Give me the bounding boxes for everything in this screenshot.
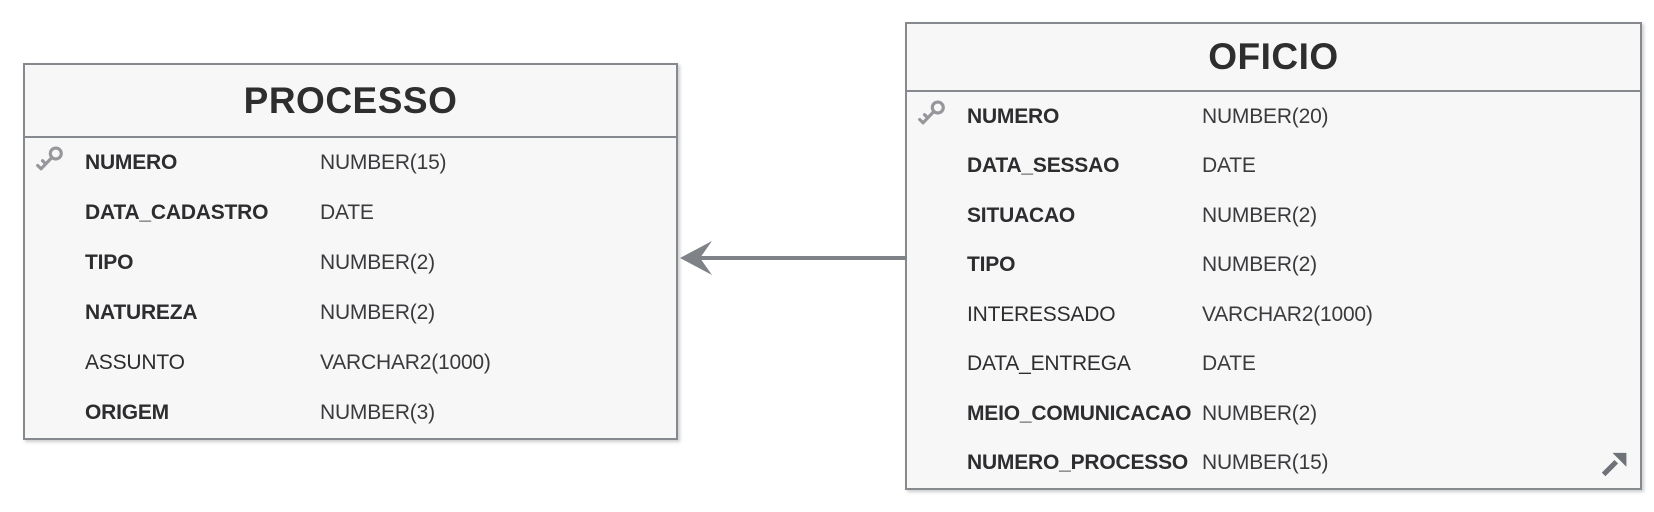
attribute-row: TIPO NUMBER(2) — [25, 238, 676, 288]
attribute-row: ASSUNTO VARCHAR2(1000) — [25, 338, 676, 388]
foreign-key-icon — [1601, 453, 1627, 477]
attribute-name: DATA_SESSAO — [967, 154, 1120, 178]
entity-body: NUMERO NUMBER(20) DATA_SESSAO DATE SITUACAO N… — [907, 92, 1640, 488]
key-cell — [915, 97, 967, 137]
attribute-name: NUMERO — [967, 104, 1060, 128]
relationship-arrow — [680, 241, 907, 275]
attribute-type: NUMBER(2) — [320, 301, 435, 324]
entity-oficio: OFICIO NUMERO NUMBER(20) DATA_SESSAO DATE SI… — [905, 22, 1642, 490]
attribute-type: DATE — [1202, 352, 1256, 376]
entity-header: OFICIO — [907, 24, 1640, 92]
attribute-row: NUMERO_PROCESSO NUMBER(15) — [907, 439, 1640, 489]
attribute-row: NATUREZA NUMBER(2) — [25, 288, 676, 338]
attribute-row: ORIGEM NUMBER(3) — [25, 388, 676, 438]
primary-key-icon — [36, 146, 63, 171]
attribute-row: TIPO NUMBER(2) — [907, 241, 1640, 291]
attribute-name: NUMERO_PROCESSO — [967, 451, 1189, 475]
attribute-type: NUMBER(2) — [320, 251, 435, 274]
attribute-type: NUMBER(2) — [1202, 401, 1317, 425]
attribute-name: TIPO — [967, 253, 1016, 277]
attribute-type: NUMBER(15) — [320, 151, 447, 174]
primary-key-icon — [918, 100, 945, 125]
fk-cell — [1590, 444, 1634, 482]
attribute-type: VARCHAR2(1000) — [320, 351, 491, 374]
attribute-type: NUMBER(2) — [1202, 253, 1317, 277]
entity-header: PROCESSO — [25, 65, 676, 138]
key-cell — [33, 143, 85, 183]
attribute-row: NUMERO NUMBER(20) — [907, 92, 1640, 142]
attribute-row: DATA_CADASTRO DATE — [25, 188, 676, 238]
entity-title: OFICIO — [1208, 36, 1339, 77]
attribute-name: SITUACAO — [967, 203, 1076, 227]
attribute-name: ASSUNTO — [85, 351, 185, 374]
attribute-name: ORIGEM — [85, 401, 169, 424]
attribute-type: DATE — [320, 201, 374, 224]
attribute-type: VARCHAR2(1000) — [1202, 302, 1373, 326]
attribute-type: NUMBER(3) — [320, 401, 435, 424]
attribute-row: NUMERO NUMBER(15) — [25, 138, 676, 188]
attribute-name: NATUREZA — [85, 301, 198, 324]
attribute-name: MEIO_COMUNICACAO — [967, 401, 1192, 425]
attribute-name: INTERESSADO — [967, 302, 1116, 326]
attribute-name: TIPO — [85, 251, 134, 274]
attribute-type: NUMBER(2) — [1202, 203, 1317, 227]
attribute-row: MEIO_COMUNICACAO NUMBER(2) — [907, 389, 1640, 439]
attribute-row: DATA_SESSAO DATE — [907, 142, 1640, 192]
attribute-type: DATE — [1202, 154, 1256, 178]
attribute-type: NUMBER(15) — [1202, 451, 1329, 475]
entity-title: PROCESSO — [243, 79, 458, 121]
attribute-row: DATA_ENTREGA DATE — [907, 340, 1640, 390]
attribute-row: INTERESSADO VARCHAR2(1000) — [907, 290, 1640, 340]
attribute-row: SITUACAO NUMBER(2) — [907, 191, 1640, 241]
entity-body: NUMERO NUMBER(15) DATA_CADASTRO DATE TIPO NUM… — [25, 138, 676, 438]
attribute-name: NUMERO — [85, 151, 178, 174]
attribute-name: DATA_ENTREGA — [967, 352, 1131, 376]
attribute-type: NUMBER(20) — [1202, 104, 1329, 128]
attribute-name: DATA_CADASTRO — [85, 201, 269, 224]
